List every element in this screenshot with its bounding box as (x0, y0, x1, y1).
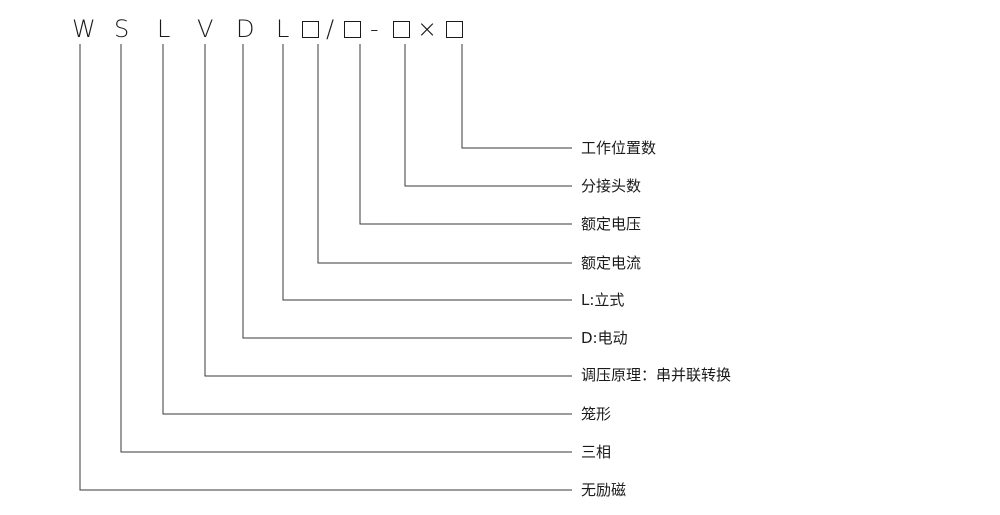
connector-working-positions (461, 44, 572, 149)
code-separator-times: × (417, 15, 438, 43)
label-rated-voltage: 额定电压 (581, 215, 642, 233)
code-separator-dash: - (370, 15, 379, 43)
code-box-taps (393, 21, 410, 38)
label-cage: 笼形 (581, 405, 612, 423)
label-electric: D:电动 (581, 329, 628, 347)
label-vertical: L:立式 (581, 291, 625, 309)
connector-regulation-principle (204, 44, 572, 377)
code-separator-slash: / (326, 15, 335, 43)
connector-no-excitation (79, 44, 572, 491)
connector-cage (162, 44, 572, 415)
connector-electric (242, 44, 572, 339)
label-regulation-principle: 调压原理：串并联转换 (581, 366, 732, 384)
code-letter-l: L (157, 15, 171, 43)
code-box-working-positions (446, 21, 463, 38)
label-working-positions: 工作位置数 (581, 139, 657, 157)
code-box-rated-current (302, 21, 319, 38)
connector-vertical (282, 44, 572, 301)
connector-rated-voltage (359, 44, 572, 225)
code-letter-d: D (236, 15, 255, 43)
code-letter-s: S (114, 15, 130, 43)
code-letter-l2: L (276, 15, 290, 43)
code-letter-v: V (197, 15, 214, 43)
connector-three-phase (120, 44, 572, 453)
label-rated-current: 额定电流 (581, 254, 642, 272)
connector-taps (404, 44, 572, 187)
label-no-excitation: 无励磁 (581, 481, 627, 499)
code-letter-w: W (72, 15, 96, 43)
code-box-rated-voltage (344, 21, 361, 38)
connector-rated-current (317, 44, 572, 264)
label-taps: 分接头数 (581, 177, 642, 195)
label-three-phase: 三相 (581, 443, 612, 461)
